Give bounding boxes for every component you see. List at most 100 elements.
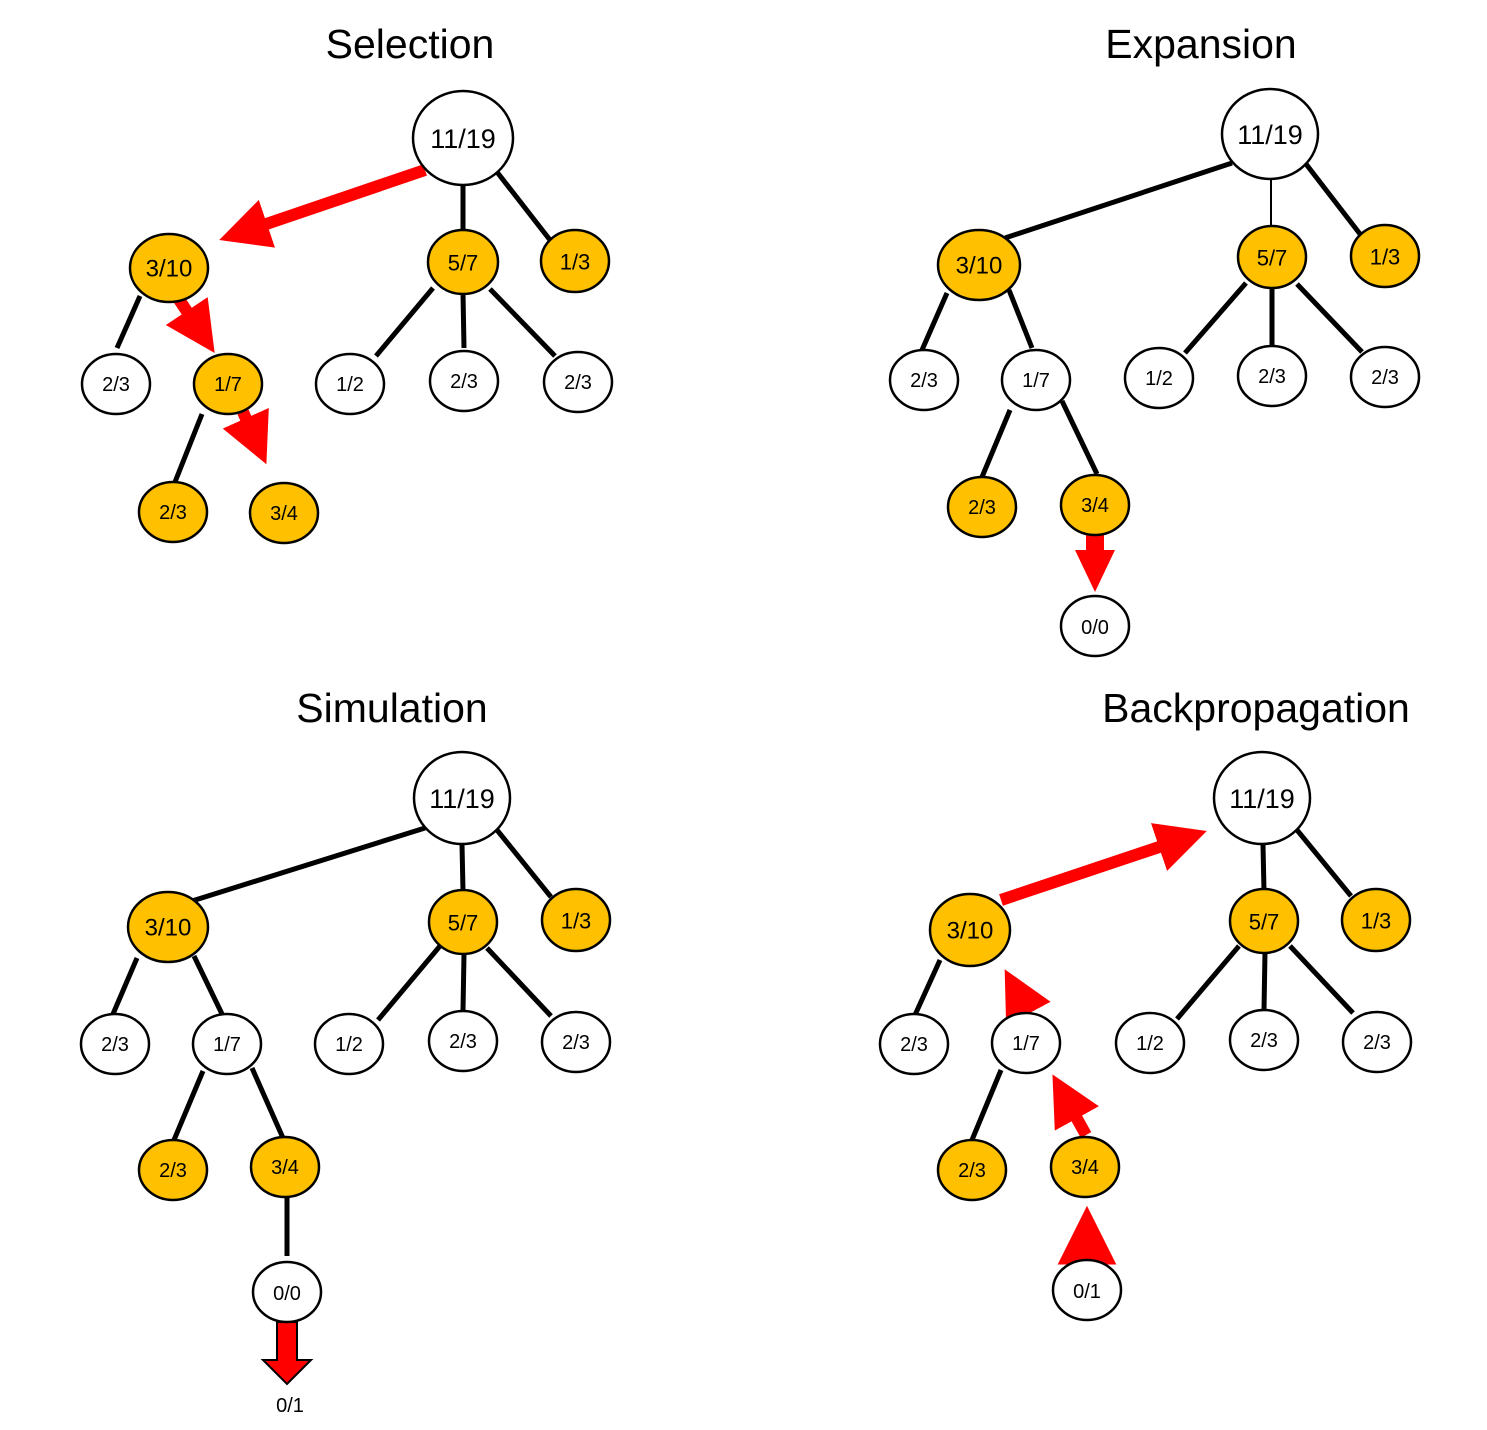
node-label: 3/4 (271, 1157, 299, 1179)
edge (1059, 399, 1100, 476)
node-label: 5/7 (448, 251, 479, 276)
panel-title: Selection (326, 21, 495, 67)
node-circle (1236, 344, 1308, 408)
node-label: 2/3 (102, 374, 130, 396)
selection-path-arrows (165, 164, 427, 465)
edge (1175, 944, 1241, 1021)
tree-node-new: 0/0 (1059, 594, 1131, 658)
edge (459, 843, 466, 892)
node-label: 1/2 (335, 1034, 363, 1056)
node-circle (128, 232, 210, 304)
node-circle (1051, 1258, 1123, 1322)
node-label: 5/7 (448, 911, 479, 936)
node-circle (1220, 87, 1320, 181)
node-label: 1/3 (1361, 909, 1392, 934)
node-circle (1059, 594, 1131, 658)
tree-node-root: 11/19 (411, 89, 515, 187)
tree-node: 2/3 (878, 1012, 950, 1076)
selection-arrow (165, 294, 215, 353)
node-label: 1/7 (1022, 370, 1050, 392)
node-label: 5/7 (1257, 246, 1288, 271)
node-circle (1114, 1011, 1186, 1075)
node-label: 2/3 (449, 1031, 477, 1053)
edge (1295, 828, 1353, 898)
edge (1288, 944, 1355, 1015)
edge (1295, 282, 1364, 354)
node-circle (946, 475, 1018, 539)
node-label: 2/3 (1250, 1030, 1278, 1052)
tree-node: 5/7 (426, 228, 500, 296)
node-circle (79, 1012, 151, 1076)
edge (460, 292, 467, 349)
tree-node: 1/2 (1123, 346, 1195, 410)
edge (191, 954, 225, 1016)
tree-node: 2/3 (1236, 344, 1308, 408)
edge (495, 170, 552, 242)
node-circle (1059, 473, 1131, 537)
node-label: 2/3 (564, 372, 592, 394)
node-label: 0/0 (273, 1283, 301, 1305)
tree-node: 1/7 (990, 1011, 1062, 1075)
edge (374, 286, 435, 358)
tree-node: 2/3 (542, 350, 614, 414)
node-label: 1/2 (336, 374, 364, 396)
simulation-arrow (260, 1321, 314, 1386)
edge (969, 1069, 1004, 1141)
tree-node: 1/3 (1349, 223, 1421, 289)
node-circle (936, 1138, 1008, 1202)
node-circle (1341, 1010, 1413, 1074)
backprop-arrow (1052, 1074, 1099, 1138)
node-circle (540, 887, 612, 953)
tree-node: 2/3 (1341, 1010, 1413, 1074)
selection-arrow (219, 164, 427, 248)
node-label: 11/19 (430, 124, 496, 154)
node-circle (1349, 223, 1421, 289)
tree-node: 1/3 (539, 228, 611, 294)
node-label: 3/10 (956, 253, 1003, 280)
tree-node: 2/3 (427, 1009, 499, 1073)
edge (114, 294, 143, 350)
tree-edges (919, 160, 1364, 478)
node-circle (191, 1012, 263, 1076)
tree-node: 2/3 (428, 349, 500, 413)
node-label: 3/10 (947, 918, 994, 945)
panel-selection: Selection 11/19 3/10 (80, 21, 614, 545)
node-label: 1/3 (560, 250, 591, 275)
tree-node: 1/3 (540, 887, 612, 953)
node-circle (313, 1012, 385, 1076)
node-circle (1228, 1008, 1300, 1072)
node-label: 2/3 (1371, 367, 1399, 389)
node-circle (248, 481, 320, 545)
tree-edges (110, 825, 553, 1256)
node-label: 11/19 (1237, 120, 1303, 150)
edge (460, 953, 467, 1011)
panel-title: Expansion (1105, 21, 1296, 67)
node-label: 2/3 (910, 370, 938, 392)
tree-node: 2/3 (1349, 345, 1421, 409)
node-circle (1049, 1135, 1121, 1199)
node-circle (1228, 887, 1300, 955)
node-circle (540, 1010, 612, 1074)
panel-expansion: Expansion 11/19 3/10 (888, 21, 1421, 658)
tree-node: 3/10 (128, 232, 210, 304)
node-circle (1340, 887, 1412, 953)
node-label: 3/4 (270, 503, 298, 525)
node-circle (126, 890, 210, 964)
tree-node: 1/3 (1340, 887, 1412, 953)
node-label: 1/7 (1012, 1033, 1040, 1055)
node-label: 0/1 (1073, 1281, 1101, 1303)
tree-node: 2/3 (79, 1012, 151, 1076)
node-label: 1/2 (1145, 368, 1173, 390)
node-label: 2/3 (1363, 1032, 1391, 1054)
edge (249, 1066, 286, 1140)
tree-node: 3/4 (1049, 1135, 1121, 1199)
node-label: 1/3 (561, 909, 592, 934)
tree-node: 2/3 (946, 475, 1018, 539)
tree-nodes: 11/19 3/10 5/7 1/3 2/3 1/7 (878, 750, 1413, 1322)
node-circle (412, 750, 512, 846)
node-circle (1212, 750, 1312, 846)
node-label: 2/3 (450, 371, 478, 393)
edge (1004, 160, 1233, 241)
node-circle (878, 1012, 950, 1076)
